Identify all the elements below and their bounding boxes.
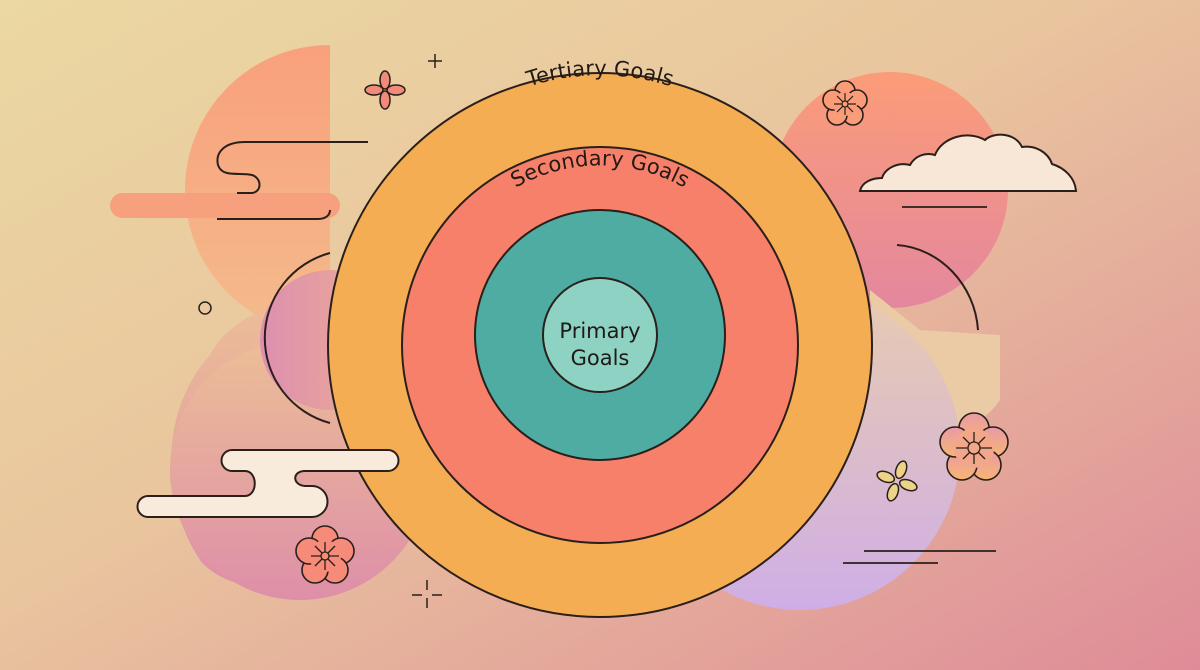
left-bar-shape xyxy=(110,193,340,218)
plus-icon xyxy=(428,54,442,68)
arc-line-icon xyxy=(896,244,979,331)
plum-blossom-icon xyxy=(295,525,355,584)
primary-goals-line2: Goals xyxy=(570,346,630,370)
clover-yellow-icon xyxy=(876,460,918,502)
wave-line-icon xyxy=(216,141,368,194)
primary-core[interactable] xyxy=(542,277,658,393)
plum-blossom-gradient-icon xyxy=(939,412,1009,481)
sparkle-icon xyxy=(412,580,442,608)
primary-goals-line1: Primary xyxy=(559,319,641,343)
goals-rings xyxy=(327,72,873,618)
clover-icon xyxy=(364,70,406,110)
cloud-icon xyxy=(858,133,1078,192)
cloud-band-icon xyxy=(136,449,400,518)
primary-goals-label: Primary Goals xyxy=(543,288,657,402)
horizon-line-icon xyxy=(217,209,331,220)
plum-blossom-outline-icon xyxy=(822,80,868,126)
moon-outline xyxy=(263,252,331,424)
circle-icon xyxy=(198,301,212,315)
